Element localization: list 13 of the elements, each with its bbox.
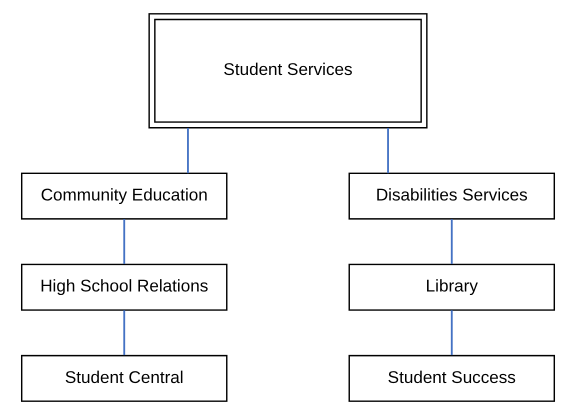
connector xyxy=(187,128,189,174)
connector xyxy=(450,310,453,356)
node-box: Disabilities Services xyxy=(348,172,556,220)
node-box: Student Central xyxy=(20,354,228,402)
node-box: Student Services xyxy=(148,13,428,128)
connector xyxy=(123,219,126,264)
node-box: Library xyxy=(348,264,556,311)
connector xyxy=(123,310,126,356)
connector xyxy=(387,128,389,174)
node-box: Student Success xyxy=(348,354,556,402)
connector xyxy=(450,219,453,264)
node-box: Community Education xyxy=(20,172,228,220)
node-box: High School Relations xyxy=(20,264,228,311)
